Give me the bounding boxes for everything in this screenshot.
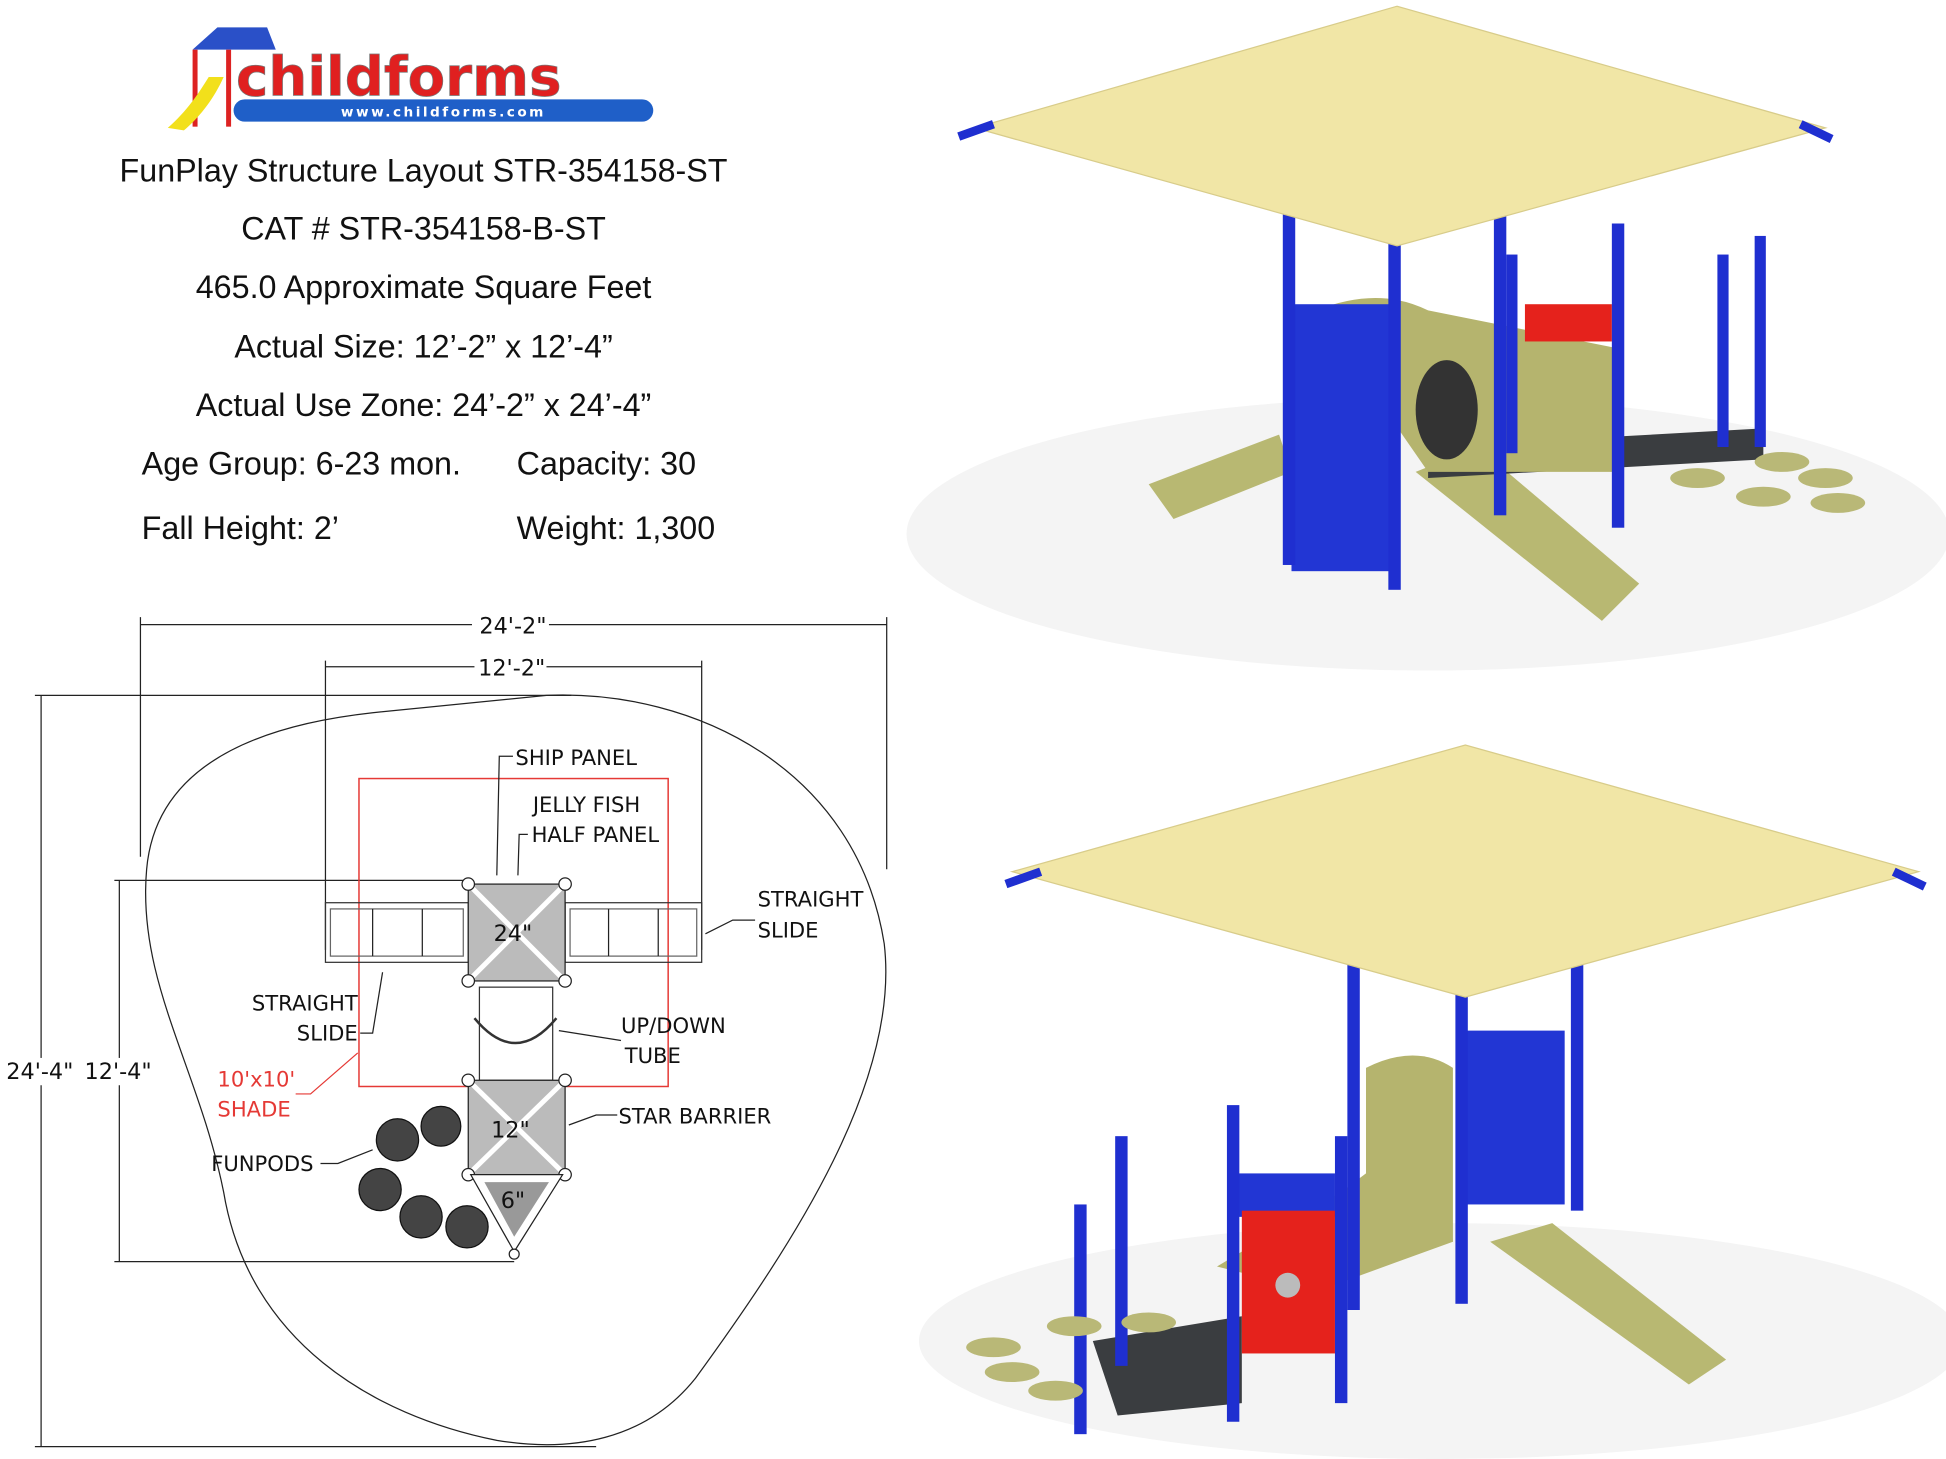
up-down-tube — [473, 986, 558, 1081]
logo-wordmark: childforms — [236, 45, 561, 109]
childforms-logo: www.childforms.com childforms — [167, 27, 654, 131]
funpod — [420, 1105, 462, 1147]
label-slide-right: SLIDE — [758, 917, 819, 942]
plan-drawing: 24'-2" 12'-2" 24'-4" 12'-4" 24" — [0, 612, 888, 1448]
render-bottom — [919, 744, 1946, 1459]
shade-canopy — [1009, 744, 1921, 998]
label-slide-left: SLIDE — [297, 1021, 358, 1046]
dim-size-depth: 12'-4" — [85, 1059, 152, 1085]
deck-12-label: 12" — [491, 1117, 530, 1143]
funpods-3d — [966, 1312, 1177, 1401]
funpod — [358, 1167, 402, 1212]
render-top — [906, 5, 1946, 671]
slide-right — [564, 902, 703, 963]
funpods-3d — [1670, 451, 1866, 513]
dimension-lines — [0, 612, 888, 1448]
dim-zone-width: 24'-2" — [479, 613, 546, 639]
label-half-panel: HALF PANEL — [532, 822, 660, 847]
deck-6-label: 6" — [501, 1188, 526, 1214]
label-star-barrier: STAR BARRIER — [618, 1104, 771, 1129]
funpod — [375, 1118, 420, 1162]
shade-canopy — [972, 5, 1828, 247]
label-up-down: UP/DOWN — [621, 1013, 726, 1038]
deck-24-label: 24" — [494, 921, 533, 947]
funpod — [445, 1205, 489, 1249]
capacity: Capacity: 30 — [517, 445, 696, 481]
blue-panel — [1465, 1030, 1565, 1205]
dim-size-width: 12'-2" — [478, 655, 545, 681]
deck-24 — [461, 877, 572, 988]
label-straight-slide-right: STRAIGHT — [758, 886, 864, 911]
weight: Weight: 1,300 — [517, 510, 716, 546]
funpods — [358, 1105, 489, 1249]
label-funpods: FUNPODS — [211, 1151, 313, 1176]
funpod — [399, 1195, 443, 1239]
square-feet: 465.0 Approximate Square Feet — [196, 269, 652, 305]
label-ship-panel: SHIP PANEL — [515, 745, 637, 770]
leader-lines — [295, 755, 756, 1165]
deck-12 — [461, 1073, 572, 1182]
structure-title: FunPlay Structure Layout STR-354158-ST — [120, 152, 728, 188]
ship-panel — [1291, 304, 1391, 572]
red-panel — [1524, 304, 1612, 342]
slide — [1415, 447, 1640, 621]
age-group: Age Group: 6-23 mon. — [142, 445, 461, 481]
logo-url: www.childforms.com — [341, 105, 546, 121]
label-shade-size: 10'x10' — [217, 1066, 295, 1091]
use-zone: Actual Use Zone: 24’-2” x 24’-4” — [196, 387, 652, 423]
use-zone-outline — [145, 694, 887, 1446]
fall-height: Fall Height: 2’ — [142, 510, 339, 546]
deck-6 — [469, 1174, 564, 1260]
actual-size: Actual Size: 12’-2” x 12’-4” — [234, 329, 612, 365]
label-jelly-fish: JELLY FISH — [531, 792, 640, 817]
slide — [1490, 1223, 1727, 1385]
posts — [1282, 211, 1766, 590]
deck — [1092, 1316, 1242, 1416]
slide — [1148, 434, 1292, 520]
cat-number: CAT # STR-354158-B-ST — [241, 211, 606, 247]
label-straight-slide-left: STRAIGHT — [252, 991, 358, 1016]
dim-zone-depth: 24'-4" — [6, 1059, 73, 1085]
label-tube: TUBE — [624, 1043, 681, 1068]
label-shade: SHADE — [217, 1096, 290, 1121]
slide-left — [324, 902, 469, 963]
posts — [1074, 962, 1584, 1435]
